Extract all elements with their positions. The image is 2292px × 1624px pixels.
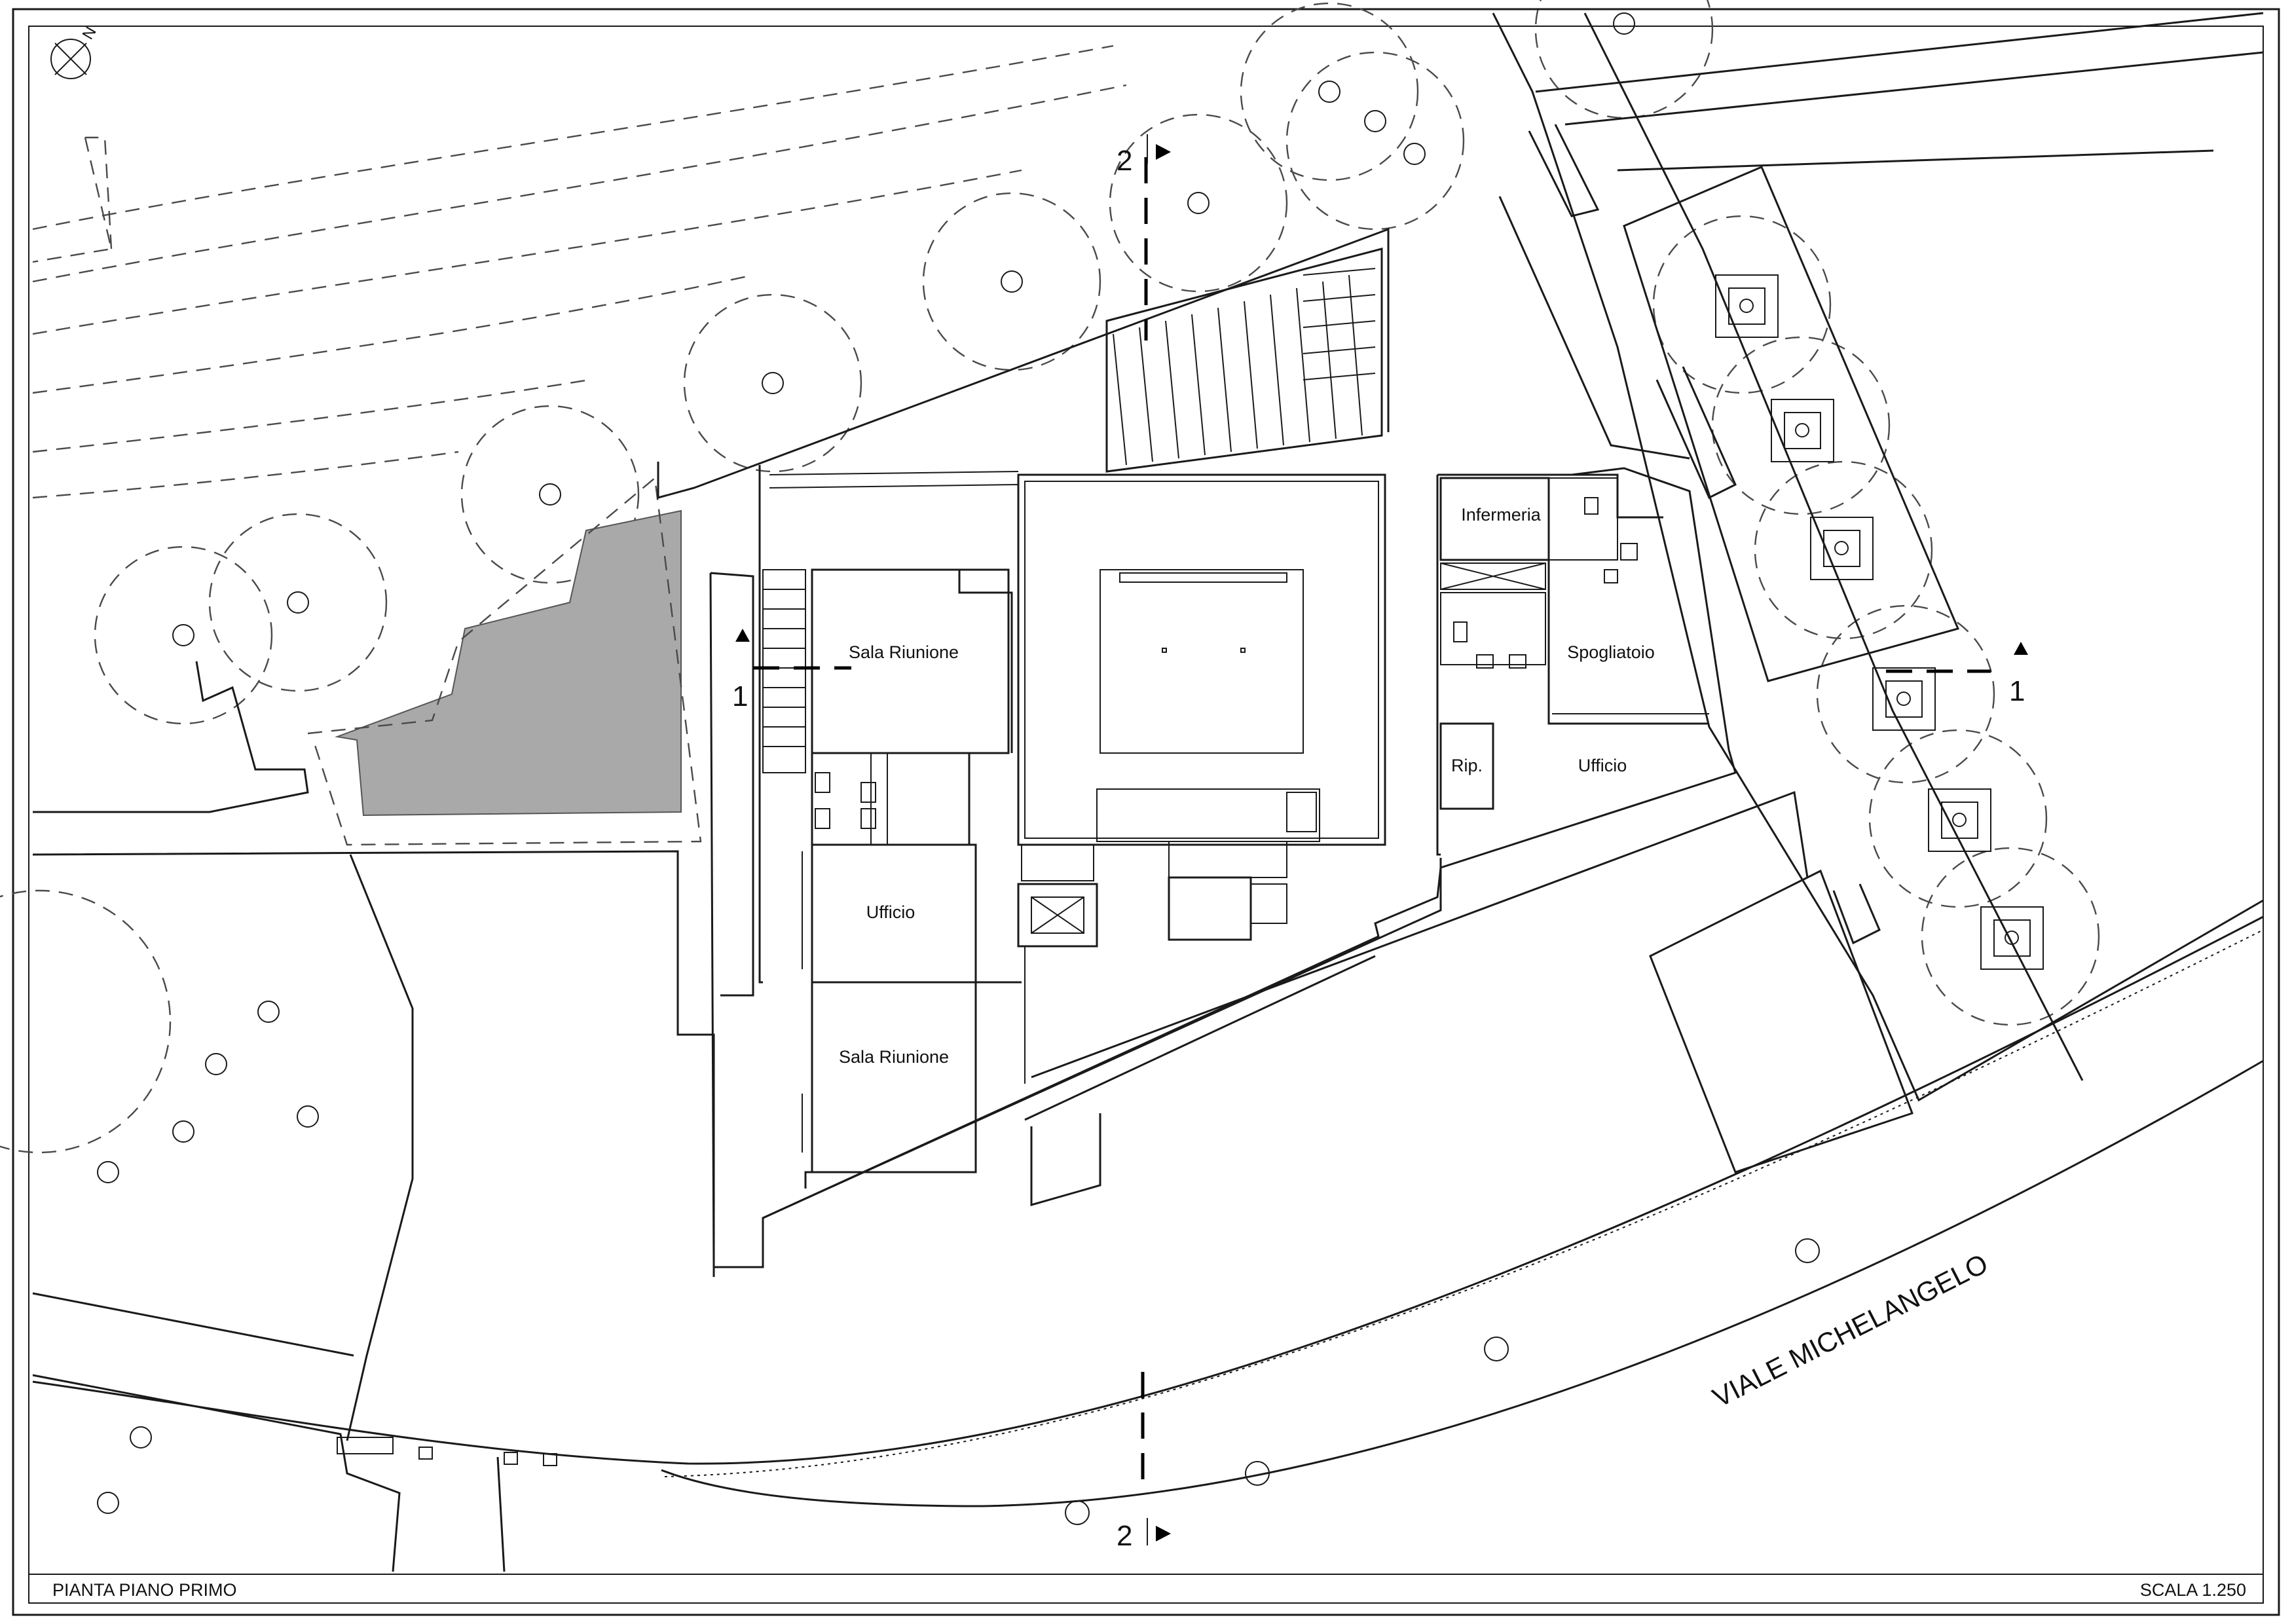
tree-icon [460, 405, 640, 584]
tree-icon [922, 192, 1101, 371]
section-labels: 1 1 2 2 [732, 145, 2025, 1552]
tree-icon [1921, 847, 2100, 1026]
room-labels: Sala Riunione Ufficio Sala Riunione Infe… [839, 505, 1655, 1067]
tree-icon [1285, 51, 1465, 231]
tree-icon [1711, 336, 1891, 515]
site-lines [32, 661, 2264, 1572]
tree-icon [1754, 460, 1933, 640]
room-label-ufficio: Ufficio [866, 902, 915, 922]
section-arrow-icon [2014, 642, 2028, 655]
sheet-frame [12, 8, 2280, 1616]
section-arrow-icon [1156, 144, 1171, 160]
plaza [762, 790, 1913, 1219]
section-lines [735, 134, 2028, 1545]
tree-icon [1816, 604, 1995, 784]
tree-icon [208, 513, 388, 692]
east-rooms [1436, 473, 1709, 856]
street-name: VIALE MICHELANGELO [1708, 1247, 1993, 1413]
room-label-sala-riunione: Sala Riunione [849, 642, 959, 662]
section-label-2-top: 2 [1117, 145, 1132, 177]
building-outline [657, 227, 1737, 1268]
section-label-1-right: 1 [2009, 675, 2025, 707]
contour-lines [32, 45, 1127, 499]
trees [0, 0, 2100, 1525]
tree-icon [1109, 113, 1288, 293]
section-label-1-left: 1 [732, 680, 748, 712]
tree-icon [1868, 729, 2048, 908]
room-label-infermeria: Infermeria [1461, 505, 1542, 525]
room-label-sala-riunione-2: Sala Riunione [839, 1047, 949, 1067]
tree-icon [683, 293, 862, 473]
shaded-area [335, 509, 682, 817]
drawing-scale: SCALA 1.250 [2140, 1580, 2246, 1600]
room-label-ripostiglio: Rip. [1451, 756, 1483, 775]
room-label-spogliatoio: Spogliatoio [1567, 642, 1655, 662]
west-rooms [802, 568, 1022, 1189]
section-arrow-icon [1156, 1526, 1171, 1541]
section-label-2-bottom: 2 [1117, 1520, 1132, 1552]
north-arrow-icon: N [50, 24, 100, 79]
tree-icon [1240, 2, 1419, 181]
drawing-title: PIANTA PIANO PRIMO [52, 1580, 237, 1600]
central-hall [1017, 473, 1386, 1084]
tree-icon [1652, 215, 1832, 394]
tree-icon [0, 889, 172, 1154]
room-label-ufficio-2: Ufficio [1578, 756, 1627, 775]
tree-icon [1534, 0, 1714, 119]
tree-icon [94, 545, 273, 725]
section-arrow-icon [735, 629, 750, 642]
stair-steps [1113, 268, 1376, 466]
planters [1492, 12, 2264, 1102]
